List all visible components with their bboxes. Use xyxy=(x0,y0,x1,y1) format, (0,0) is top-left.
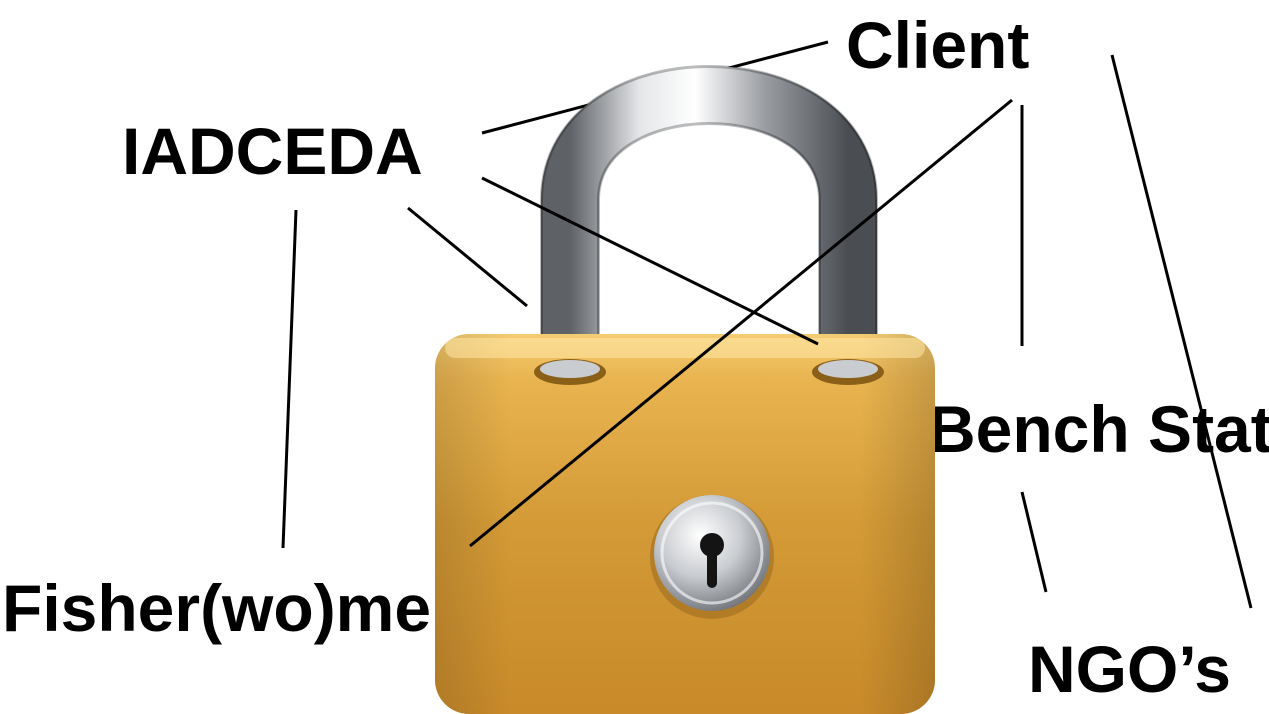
keyhole-icon xyxy=(650,495,774,619)
connector-client-fisher xyxy=(469,98,1013,548)
label-client: Client xyxy=(846,8,1030,82)
connector-iadceda-fisher xyxy=(281,209,298,549)
connector-iadceda-right-shackle xyxy=(481,176,819,346)
label-fisher: Fisher(wo)men xyxy=(2,571,472,645)
connector-iadceda-left-shackle xyxy=(407,206,528,308)
label-iadceda: IADCEDA xyxy=(122,114,423,188)
connector-client-ngos xyxy=(1110,54,1253,609)
label-ngos: NGO’s xyxy=(1028,632,1231,706)
connector-state-ngos xyxy=(1020,491,1048,593)
